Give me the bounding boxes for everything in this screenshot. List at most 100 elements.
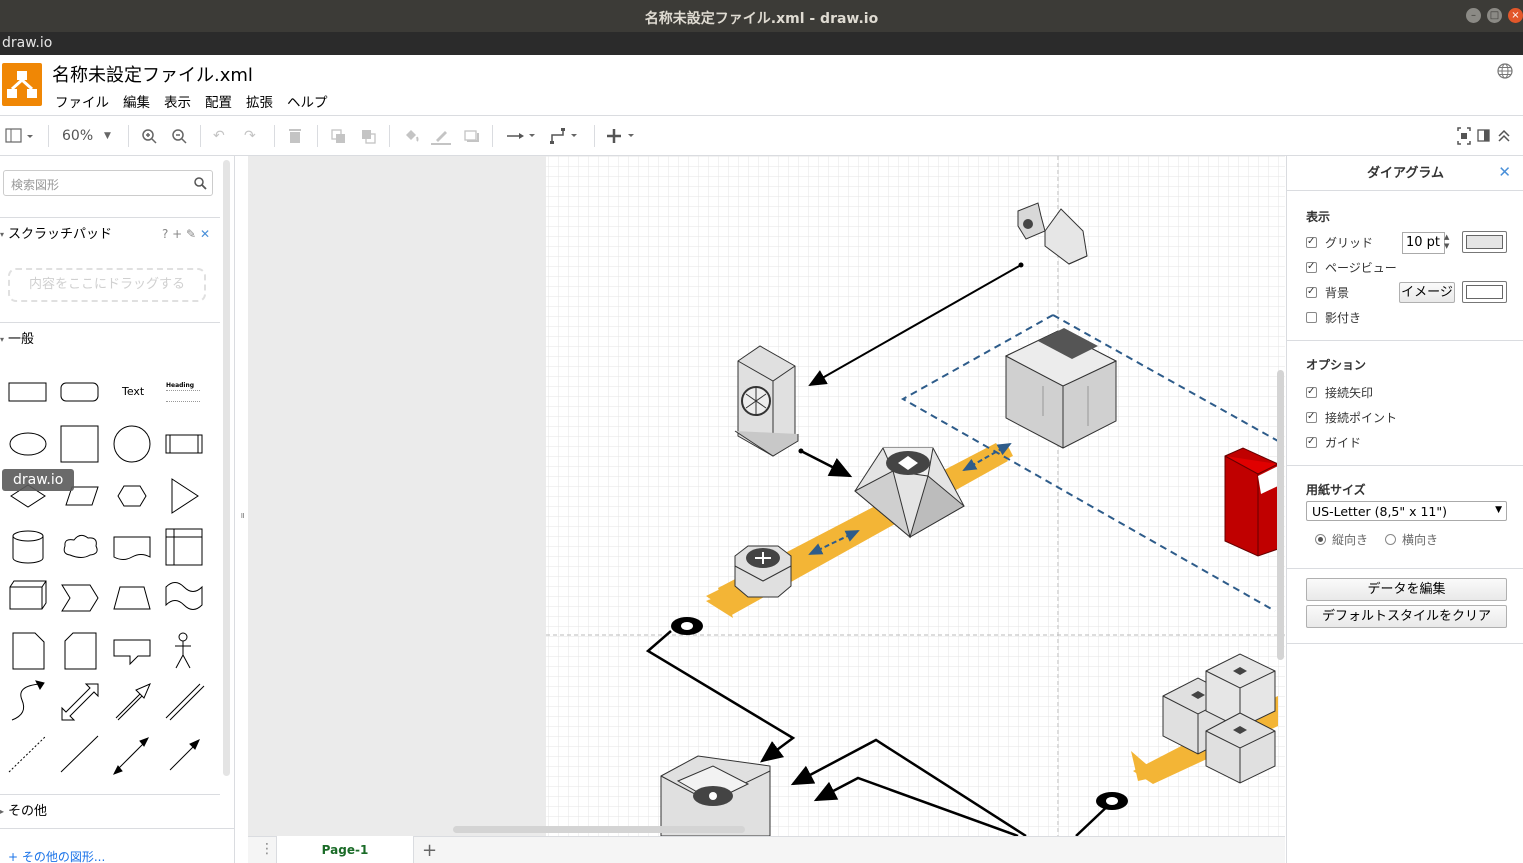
clear-default-style-button[interactable]: デフォルトスタイルをクリア (1306, 605, 1507, 628)
format-panel-title[interactable]: ダイアグラム (1287, 156, 1523, 191)
zoom-dropdown-icon[interactable]: ▼ (104, 126, 111, 146)
load-balancer-icon[interactable] (661, 756, 770, 836)
menu-arrange[interactable]: 配置 (198, 91, 239, 111)
line-color-icon[interactable] (430, 126, 452, 146)
background-checkbox[interactable] (1306, 287, 1317, 298)
grid-size-input[interactable]: 10 pt (1402, 232, 1445, 254)
collapse-icon[interactable] (1497, 126, 1511, 146)
background-checkbox-row[interactable]: 背景 (1306, 285, 1349, 301)
sidebar-splitter[interactable]: ॥ (236, 156, 248, 863)
scratchpad-edit-icon[interactable]: ✎ (186, 227, 196, 241)
hexagon-shape[interactable] (118, 486, 146, 506)
app-name[interactable]: draw.io (2, 35, 52, 51)
sidebar-scrollbar[interactable] (223, 160, 230, 776)
connection-points-checkbox[interactable] (1306, 412, 1317, 423)
general-header[interactable]: ▾ 一般 (0, 322, 220, 356)
zoom-in-icon[interactable] (141, 126, 159, 146)
square-shape[interactable] (61, 426, 98, 462)
other-header[interactable]: ▸ その他 (0, 794, 220, 828)
step-shape[interactable] (62, 585, 98, 611)
connection-arrows-checkbox[interactable] (1306, 387, 1317, 398)
zoom-level[interactable]: 60% (62, 126, 93, 146)
tape-shape[interactable] (166, 583, 202, 610)
vertical-scrollbar[interactable] (1277, 370, 1284, 660)
note-shape[interactable] (13, 633, 44, 669)
language-globe-icon[interactable] (1497, 63, 1513, 79)
file-name[interactable]: 名称未設定ファイル.xml (52, 61, 253, 87)
document-shape[interactable] (114, 537, 150, 560)
menu-view[interactable]: 表示 (157, 91, 198, 111)
menu-extras[interactable]: 拡張 (239, 91, 280, 111)
callout-shape[interactable] (114, 640, 150, 664)
page-tab-page-1[interactable]: Page-1 (276, 836, 414, 863)
curve-shape[interactable] (12, 684, 40, 720)
more-shapes-link[interactable]: + その他の図形... (8, 848, 105, 863)
trapezoid-shape[interactable] (114, 587, 150, 609)
delete-icon[interactable] (288, 126, 302, 146)
shadow-checkbox[interactable] (1306, 312, 1317, 323)
scratchpad-header[interactable]: ▾ スクラッチパッド ? + ✎ ✕ (0, 217, 220, 251)
add-page-icon[interactable]: + (422, 840, 437, 861)
insert-plus-icon[interactable] (606, 126, 640, 146)
server-tower-icon[interactable] (735, 346, 798, 456)
actor-shape[interactable] (175, 641, 191, 668)
lock-icon[interactable] (671, 617, 703, 635)
grid-checkbox-row[interactable]: グリッド (1306, 235, 1373, 251)
arrow-shape[interactable] (116, 684, 150, 718)
search-shapes-input[interactable]: 検索図形 (3, 170, 213, 196)
line-shape[interactable] (61, 736, 98, 772)
gateway-icon[interactable] (735, 546, 791, 597)
heading-shape[interactable]: Heading (166, 382, 194, 389)
card-shape[interactable] (65, 633, 96, 669)
waypoint-style-icon[interactable] (549, 126, 583, 146)
diagram-canvas[interactable] (248, 156, 1285, 836)
connection-points-row[interactable]: 接続ポイント (1306, 410, 1397, 426)
zoom-out-icon[interactable] (171, 126, 189, 146)
menu-help[interactable]: ヘルプ (280, 91, 335, 111)
shadow-icon[interactable] (463, 126, 481, 146)
portrait-radio-row[interactable]: 縦向き (1315, 532, 1368, 548)
circle-shape[interactable] (114, 426, 150, 462)
link-shape[interactable] (166, 684, 204, 720)
format-panel-toggle-icon[interactable] (1477, 126, 1491, 146)
minimize-button[interactable]: – (1466, 8, 1481, 23)
page-view-checkbox[interactable] (1306, 262, 1317, 273)
background-image-button[interactable]: イメージ (1399, 282, 1455, 303)
to-back-icon[interactable] (360, 126, 378, 146)
grid-checkbox[interactable] (1306, 237, 1317, 248)
menu-file[interactable]: ファイル (48, 91, 116, 111)
cube-shape[interactable] (10, 581, 46, 609)
bidirectional-arrow-shape[interactable] (62, 684, 98, 720)
connection-arrows-row[interactable]: 接続矢印 (1306, 385, 1373, 401)
horizontal-scrollbar[interactable] (453, 826, 745, 833)
to-front-icon[interactable] (330, 126, 348, 146)
cloud-shape[interactable] (64, 535, 97, 557)
ellipse-shape[interactable] (10, 433, 46, 455)
fill-color-icon[interactable] (402, 126, 420, 146)
connection-style-icon[interactable] (505, 126, 539, 146)
fullscreen-icon[interactable] (1457, 126, 1471, 146)
close-window-button[interactable]: × (1508, 8, 1523, 23)
maximize-button[interactable]: □ (1487, 8, 1502, 23)
landscape-radio[interactable] (1385, 534, 1396, 545)
rounded-rectangle-shape[interactable] (61, 383, 98, 401)
page-view-checkbox-row[interactable]: ページビュー (1306, 260, 1397, 276)
search-icon[interactable] (193, 176, 207, 190)
grid-size-stepper[interactable]: ▲▼ (1444, 233, 1449, 251)
triangle-shape[interactable] (172, 479, 198, 513)
edit-data-button[interactable]: データを編集 (1306, 578, 1507, 601)
view-panel-icon[interactable] (5, 126, 37, 146)
landscape-radio-row[interactable]: 横向き (1385, 532, 1438, 548)
background-color-button[interactable] (1462, 281, 1507, 303)
close-panel-icon[interactable]: ✕ (1498, 163, 1511, 181)
process-shape[interactable] (166, 435, 202, 453)
grid-color-button[interactable] (1462, 231, 1507, 253)
scratchpad-close-icon[interactable]: ✕ (200, 227, 210, 241)
paper-size-select[interactable]: US-Letter (8,5" x 11") ▼ (1306, 501, 1507, 521)
dashed-line-shape[interactable] (9, 736, 46, 772)
portrait-radio[interactable] (1315, 534, 1326, 545)
directional-connector-shape[interactable] (170, 746, 194, 770)
redo-icon[interactable]: ↷ (244, 126, 256, 146)
scratchpad-add-icon[interactable]: + (172, 227, 182, 241)
text-shape[interactable]: Text (122, 385, 144, 398)
